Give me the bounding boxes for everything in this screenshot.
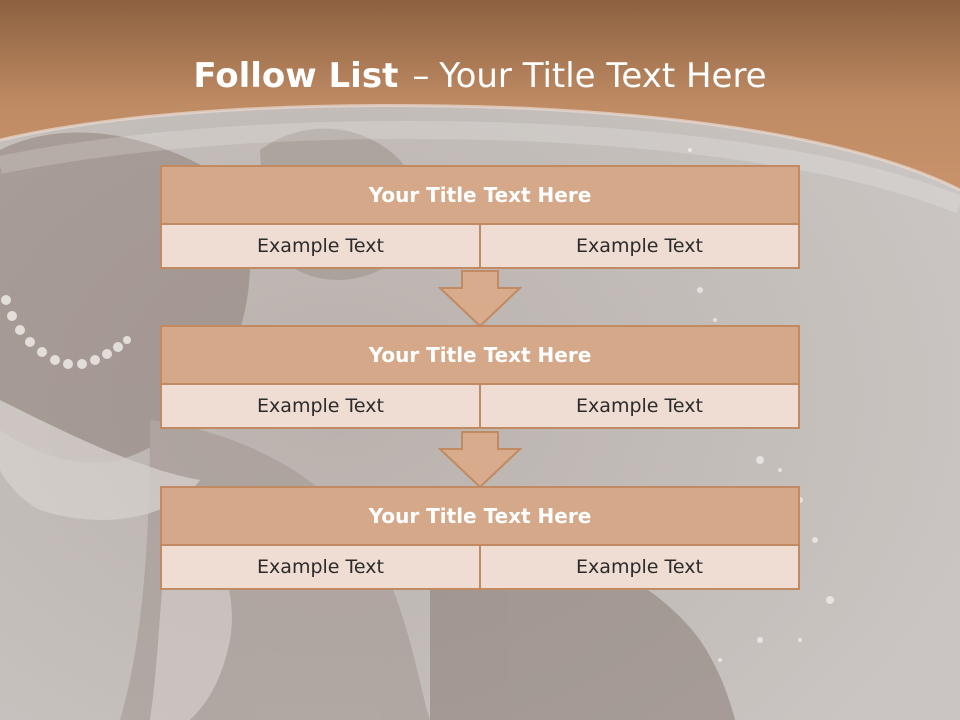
slide-title: Follow List–Your Title Text Here [0, 54, 960, 98]
step-box-1: Your Title Text Here Example Text Exampl… [160, 165, 800, 269]
step-title: Your Title Text Here [162, 327, 798, 385]
step-cell-left: Example Text [162, 225, 481, 267]
step-cell-left: Example Text [162, 385, 481, 427]
step-title: Your Title Text Here [162, 488, 798, 546]
title-banner [0, 0, 960, 190]
step-box-2: Your Title Text Here Example Text Exampl… [160, 325, 800, 429]
down-arrow-icon [438, 431, 522, 489]
title-bold: Follow List [193, 56, 399, 96]
step-cell-right: Example Text [481, 546, 798, 588]
pearl-necklace [1, 295, 131, 369]
down-arrow-icon [438, 270, 522, 328]
step-cell-left: Example Text [162, 546, 481, 588]
step-cell-right: Example Text [481, 225, 798, 267]
step-cell-right: Example Text [481, 385, 798, 427]
title-dash: – [412, 56, 430, 96]
step-box-3: Your Title Text Here Example Text Exampl… [160, 486, 800, 590]
step-title: Your Title Text Here [162, 167, 798, 225]
title-rest: Your Title Text Here [439, 56, 767, 96]
